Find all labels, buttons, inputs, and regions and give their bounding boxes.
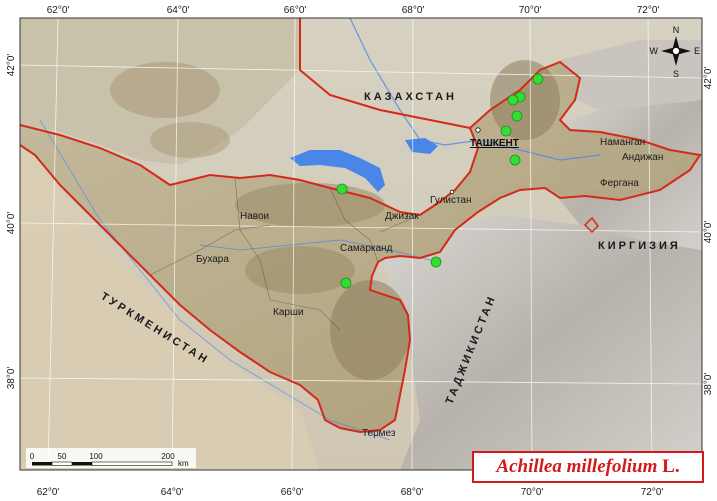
relief-hill [490,60,560,140]
province-borders [149,177,421,331]
city-label-tashkent: ТАШКЕНТ [470,138,519,149]
relief-hill [235,183,385,227]
uzbekistan-territory [20,62,700,432]
species-author: L. [662,456,680,477]
relief-hill [110,62,220,118]
turkmenistan-desert [20,130,320,470]
graticule [19,17,703,471]
city-label-bukhara: Бухара [196,254,229,265]
city-marker-gulistan [449,189,455,195]
scale-segment [72,462,92,466]
lon-label-top: 68°0' [402,5,425,16]
city-label-fergana: Фергана [600,178,639,189]
scale-label: 0 [30,452,35,461]
compass-south: S [673,69,679,79]
scale-label: 50 [58,452,67,461]
city-label-karshi: Карши [273,307,304,318]
amu-darya-river [39,119,391,441]
species-name: Achillea millefolium [496,456,658,477]
occurrence-point [336,183,348,195]
occurrence-point [430,256,442,268]
syr-darya-river [349,17,601,161]
city-marker-tashkent [475,127,481,133]
lon-label-bottom: 70°0' [521,487,544,498]
map-title: Achillea millefolium L. [496,456,679,478]
relief-hill [150,122,230,158]
city-label-andizhan: Андижан [622,152,663,163]
compass-north: N [673,25,680,35]
lon-label-top: 64°0' [167,5,190,16]
lon-label-bottom: 62°0' [37,487,60,498]
compass-west: W [650,46,659,56]
relief-hill [245,246,355,294]
lat-label-left: 40°0' [6,212,17,235]
aydarkul-lake [290,150,385,192]
lon-label-bottom: 66°0' [281,487,304,498]
city-label-gulistan: Гулистан [430,195,472,206]
lon-label-bottom: 72°0' [641,487,664,498]
zeravshan-river [199,239,431,261]
uzbekistan-border [19,60,702,434]
kazakhstan-border [299,18,471,129]
scale-segment [51,461,73,466]
lon-label-top: 72°0' [637,5,660,16]
scale-segment [91,461,173,466]
lat-label-right: 42°0' [703,67,714,90]
country-label-kazakhstan: КАЗАХСТАН [364,91,457,103]
tien-shan-relief [560,40,702,110]
map-title-box: Achillea millefolium L. [472,451,704,483]
city-label-samarkand: Самарканд [340,243,393,254]
lat-label-right: 38°0' [703,373,714,396]
relief-hill [565,150,675,190]
lat-label-right: 40°0' [703,221,714,244]
lon-label-top: 70°0' [519,5,542,16]
city-label-navoi: Навои [240,211,269,222]
city-label-namangan: Наманган [600,137,645,148]
map-border [19,17,703,471]
lon-label-top: 66°0' [284,5,307,16]
lon-label-top: 62°0' [47,5,70,16]
occurrence-point [509,154,521,166]
compass-rose-icon: N S E W [650,25,701,79]
lat-label-left: 42°0' [6,54,17,77]
longitude-labels-bottom: 62°0' 64°0' 66°0' 68°0' 70°0' 72°0' [37,487,664,498]
occurrence-point [500,125,512,137]
compass-east: E [694,46,700,56]
scale-bar: 0 50 100 200 km [26,448,196,468]
longitude-labels-top: 62°0' 64°0' 66°0' 68°0' 70°0' 72°0' [47,5,660,16]
city-markers [449,127,481,195]
city-label-dzhizak: Джизак [385,211,419,222]
lat-label-left: 38°0' [6,367,17,390]
scale-label: 100 [89,452,103,461]
occurrence-point [511,110,523,122]
scale-label: 200 [161,452,175,461]
scale-segment [32,462,52,466]
occurrence-point [507,94,519,106]
fergana-enclave [583,216,599,234]
scale-unit: km [178,459,189,468]
lon-label-bottom: 68°0' [401,487,424,498]
occurrence-point [340,277,352,289]
lon-label-bottom: 64°0' [161,487,184,498]
country-label-kirgizia: КИРГИЗИЯ [598,240,681,252]
occurrence-points [336,73,544,289]
latitude-labels-left: 42°0' 40°0' 38°0' [6,54,17,390]
city-label-termez: Термез [362,428,396,439]
tajikistan-mountains [380,215,702,470]
occurrence-point [532,73,544,85]
latitude-labels-right: 42°0' 40°0' 38°0' [703,67,714,396]
relief-hill [330,280,410,380]
